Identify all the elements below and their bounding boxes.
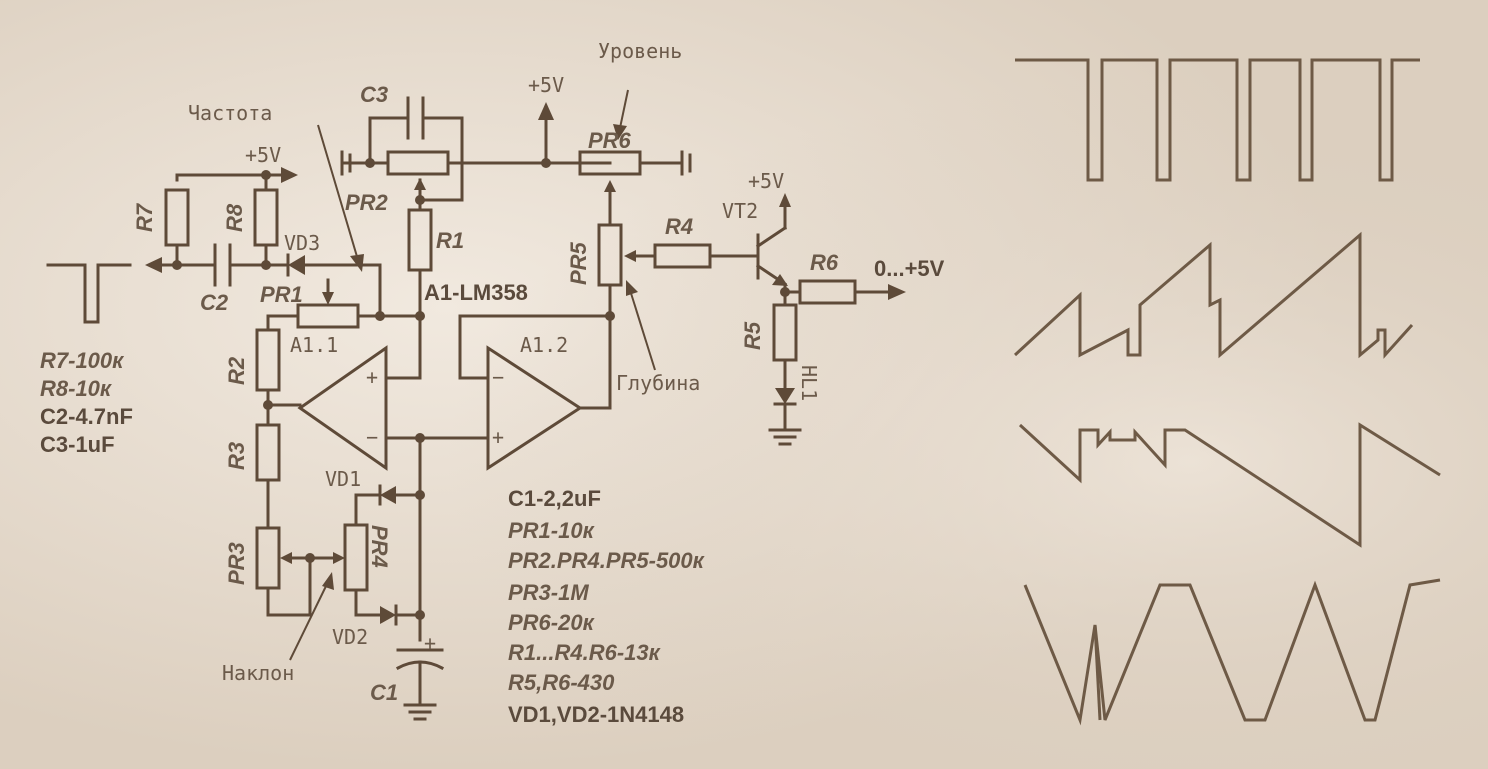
label-r8: R8 [222, 203, 247, 232]
label-pr2: PR2 [345, 190, 389, 215]
input-pulse-waveform [46, 263, 132, 324]
opamp-a11 [297, 345, 388, 471]
potentiometer-pr2 [386, 150, 450, 176]
value-r5-r6: R5,R6-430 [508, 670, 615, 695]
label-pr6: PR6 [588, 128, 632, 153]
label-plus5v-vt2: +5V [748, 169, 784, 193]
opamp-a12-minus: − [492, 365, 504, 389]
resistor-r6 [798, 279, 857, 305]
waveform-triangle [1023, 578, 1441, 726]
potentiometer-pr1 [296, 303, 360, 329]
label-output-range: 0...+5V [874, 256, 945, 281]
label-vt2: VT2 [722, 199, 758, 223]
label-vd3: VD3 [284, 231, 320, 255]
label-a12: A1.2 [520, 333, 568, 357]
label-vd1: VD1 [325, 467, 361, 491]
label-r3: R3 [224, 442, 249, 470]
parts-list-left: R7-100к R8-10к C2-4.7nF C3-1uF [40, 348, 133, 457]
opamp-a11-minus: − [366, 425, 378, 449]
resistor-r3 [255, 423, 281, 482]
label-pr1: PR1 [260, 282, 303, 307]
potentiometer-pr6 [578, 150, 642, 176]
waveform-square [1015, 58, 1420, 182]
value-c1: C1-2,2uF [508, 486, 601, 511]
value-pr2-pr4-pr5: PR2.PR4.PR5-500к [508, 548, 706, 573]
potentiometer-pr4 [343, 523, 369, 592]
components [164, 150, 857, 592]
resistor-r8 [253, 188, 279, 247]
label-opamp-chip: A1-LM358 [424, 280, 528, 305]
resistor-r5 [772, 303, 798, 362]
label-r5: R5 [740, 321, 765, 350]
potentiometer-pr3 [255, 526, 281, 590]
label-hl1: HL1 [797, 365, 821, 401]
value-r1-r6: R1...R4.R6-13к [508, 640, 662, 665]
label-vd2: VD2 [332, 625, 368, 649]
junction-dots [172, 158, 790, 620]
value-r7: R7-100к [40, 348, 125, 373]
resistor-r4 [653, 243, 712, 269]
label-r7: R7 [132, 202, 157, 232]
label-pr5: PR5 [566, 241, 591, 285]
resistor-r2 [255, 328, 281, 392]
label-r2: R2 [224, 356, 249, 385]
resistor-r1 [407, 208, 433, 272]
label-uroven: Уровень [598, 39, 682, 63]
waveform-sawtooth-falling [1018, 422, 1441, 548]
schematic-labels: Частота Уровень Глубина Наклон +5V +5V +… [132, 39, 945, 705]
label-chastota: Частота [188, 101, 272, 125]
value-vd1-vd2: VD1,VD2-1N4148 [508, 702, 684, 727]
value-pr1: PR1-10к [508, 518, 596, 543]
resistor-r7 [164, 188, 190, 247]
opamp-a12-plus: + [492, 425, 504, 449]
label-glubina: Глубина [616, 371, 700, 395]
label-naklon: Наклон [222, 661, 294, 685]
value-c2: C2-4.7nF [40, 404, 133, 429]
opamp-a12 [486, 345, 583, 471]
label-pr4: PR4 [367, 525, 392, 568]
label-r6: R6 [810, 250, 839, 275]
label-c2: C2 [200, 290, 229, 315]
value-pr3: PR3-1M [508, 580, 589, 605]
value-pr6: PR6-20к [508, 610, 596, 635]
label-a11: A1.1 [290, 333, 338, 357]
value-c3: C3-1uF [40, 432, 115, 457]
potentiometer-pr5 [597, 223, 623, 287]
label-c3: C3 [360, 82, 388, 107]
label-c1: C1 [370, 680, 398, 705]
value-r8: R8-10к [40, 376, 113, 401]
label-r4: R4 [665, 214, 693, 239]
opamp-a11-plus: + [366, 365, 378, 389]
label-plus5v-r8: +5V [245, 143, 281, 167]
waveform-sawtooth-rising [1013, 231, 1414, 359]
parts-list-bottom: C1-2,2uF PR1-10к PR2.PR4.PR5-500к PR3-1M… [508, 486, 706, 727]
c1-plus: + [424, 631, 436, 655]
label-plus5v-pr6: +5V [528, 73, 564, 97]
label-pr3: PR3 [224, 542, 249, 585]
label-r1: R1 [436, 228, 464, 253]
